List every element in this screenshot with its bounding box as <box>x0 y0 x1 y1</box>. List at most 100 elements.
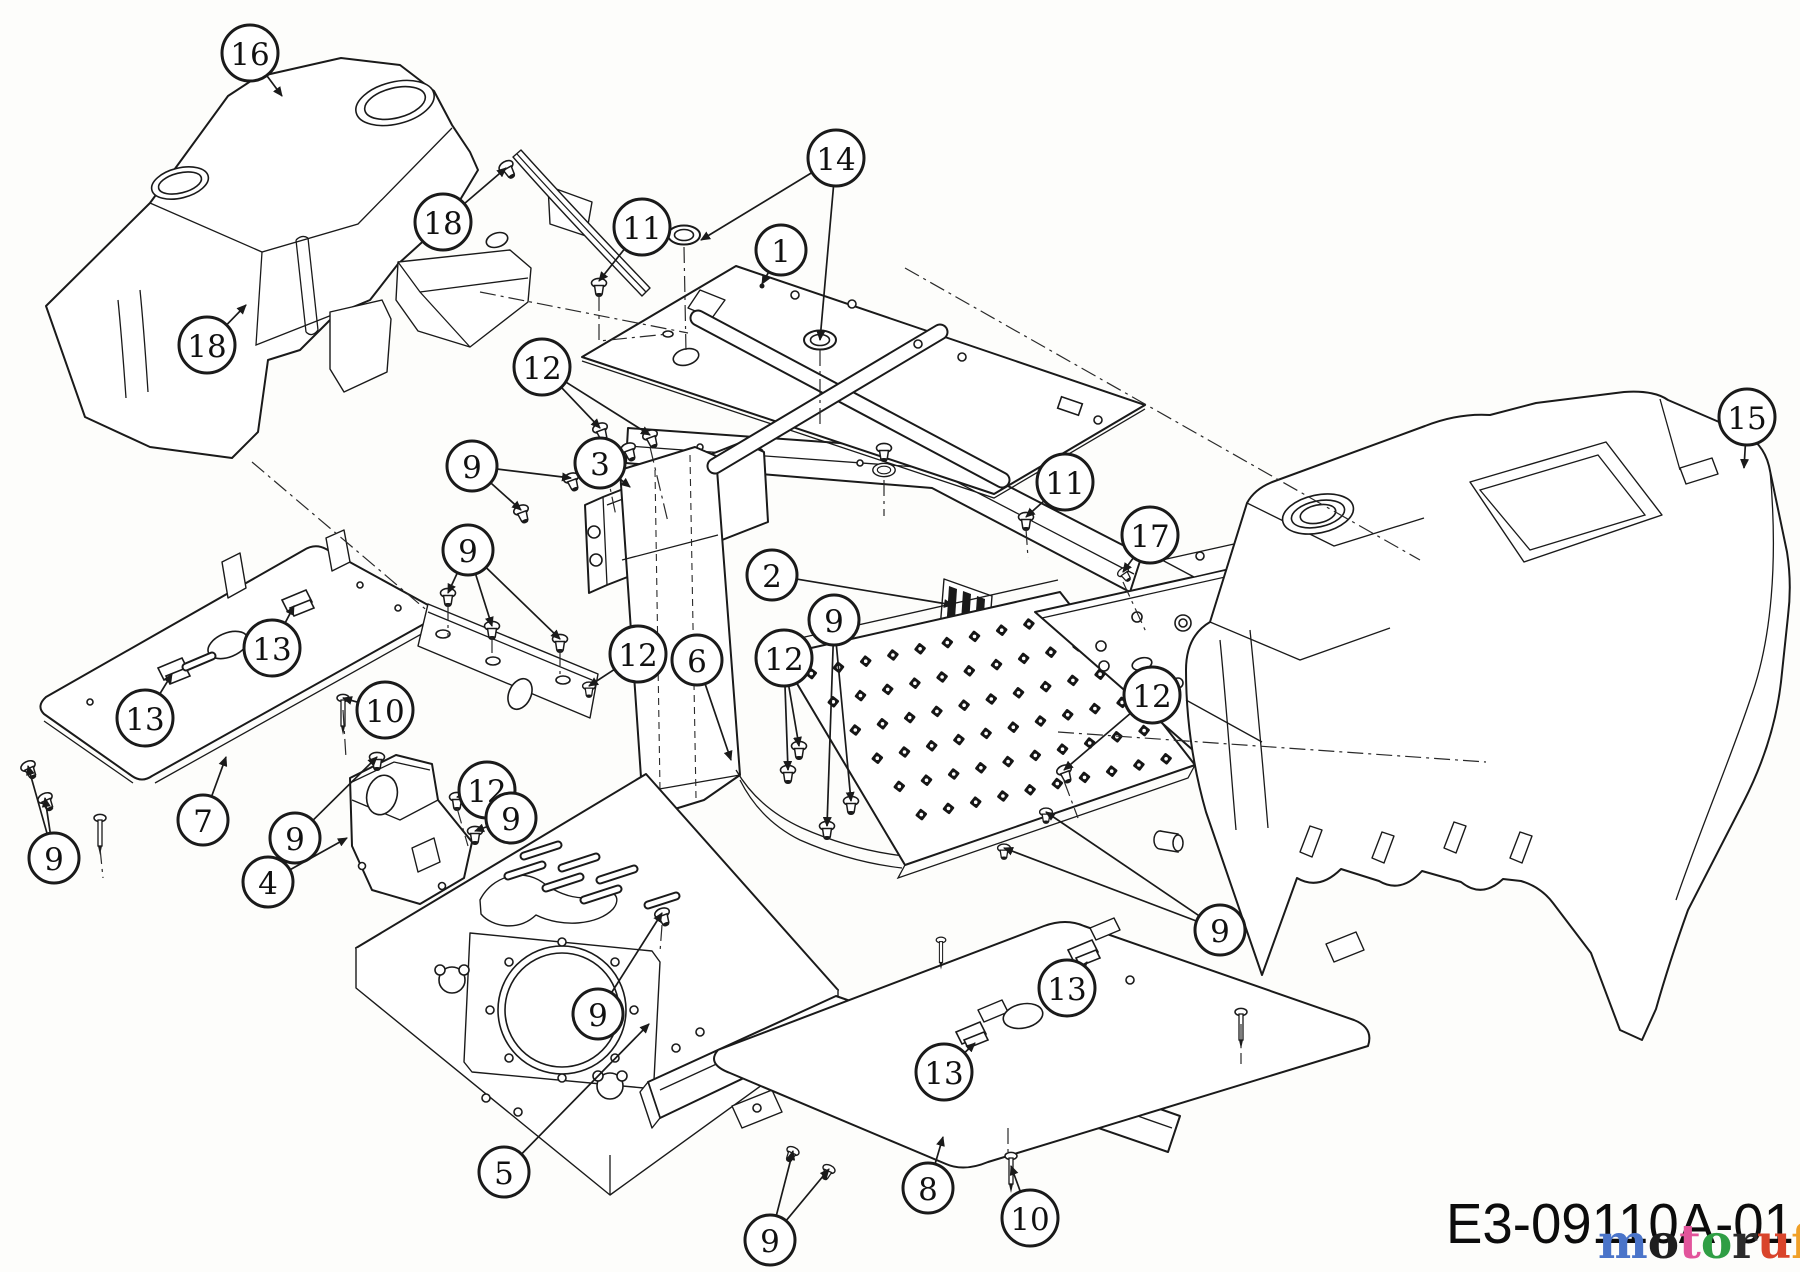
right-fender-part15 <box>1185 390 1791 1041</box>
leader-line <box>822 644 835 827</box>
callout-number: 13 <box>924 1056 963 1092</box>
callout-number: 1 <box>771 234 791 270</box>
callout-bubble <box>612 197 672 257</box>
callout-number: 13 <box>1047 972 1086 1008</box>
footrest-perforation <box>805 612 1172 821</box>
callout-13: 13 <box>242 618 302 678</box>
bushing-icon <box>1153 830 1184 853</box>
belly-plate-part8 <box>713 921 1371 1169</box>
callout-9: 9 <box>571 987 625 1041</box>
leader-line <box>783 685 793 771</box>
callout-bubble <box>176 793 230 847</box>
callout-16: 16 <box>220 23 280 83</box>
frame-rail-left <box>417 603 599 719</box>
part-group-floor-pan <box>349 754 839 1196</box>
callout-bubble <box>1120 505 1180 565</box>
leader-line <box>1009 1165 1022 1192</box>
callout-1: 1 <box>754 223 808 277</box>
callout-9: 9 <box>807 593 861 647</box>
diagram-code-text: E3-09110A-01 <box>1446 1192 1794 1256</box>
callout-bubble <box>670 633 724 687</box>
callout-18: 18 <box>413 192 473 252</box>
leader-line <box>158 673 173 695</box>
leader-line <box>474 823 488 833</box>
leader-line <box>1025 500 1045 518</box>
callout-17: 17 <box>1120 505 1180 565</box>
watermark-letter: o <box>1648 1215 1679 1270</box>
watermark-letter: u <box>1757 1215 1791 1270</box>
leader-line <box>485 566 561 640</box>
callout-number: 14 <box>816 142 855 178</box>
leader-line <box>520 1023 650 1155</box>
callout-number: 9 <box>458 534 478 570</box>
callout-12: 12 <box>512 337 572 397</box>
callout-number: 8 <box>918 1172 938 1208</box>
leader-line <box>787 685 802 747</box>
leader-line <box>342 696 359 705</box>
part-group-left-panel <box>39 529 599 784</box>
callout-bubble <box>445 439 499 493</box>
callout-number: 18 <box>423 206 462 242</box>
leader-line <box>835 644 855 802</box>
callout-2: 2 <box>745 548 799 602</box>
callout-number: 11 <box>1045 466 1084 502</box>
callout-number: 4 <box>258 866 278 902</box>
callout-bubble <box>1000 1188 1060 1248</box>
callout-number: 12 <box>618 638 657 674</box>
leader-line <box>1122 557 1135 573</box>
callout-9: 9 <box>27 831 81 885</box>
alignment-lines <box>99 246 1487 1156</box>
callout-bubble <box>743 1213 797 1267</box>
callout-number: 10 <box>1010 1202 1049 1238</box>
leader-line <box>704 683 733 761</box>
callout-bubble <box>484 791 538 845</box>
callout-number: 7 <box>193 804 213 840</box>
callout-5: 5 <box>477 1145 531 1199</box>
leader-line <box>598 248 626 282</box>
callout-11: 11 <box>612 197 672 257</box>
callout-9: 9 <box>441 523 495 577</box>
fasteners <box>18 157 1248 1194</box>
callout-13: 13 <box>115 688 175 748</box>
leader-line <box>284 605 295 624</box>
leader-line <box>963 1042 976 1054</box>
leader-line <box>700 171 813 241</box>
callout-bubble <box>441 523 495 577</box>
leader-line <box>796 578 954 608</box>
leader-line <box>560 386 601 429</box>
callout-bubble <box>914 1042 974 1102</box>
leader-line <box>1063 712 1132 771</box>
callout-number: 12 <box>522 351 561 387</box>
callout-9: 9 <box>484 791 538 845</box>
vent-slats <box>503 840 681 910</box>
callout-number: 9 <box>760 1224 780 1260</box>
part-group-covers-left <box>45 57 651 459</box>
callout-bubble <box>571 987 625 1041</box>
watermark-letter: f <box>1791 1215 1800 1270</box>
leader-line <box>785 1168 830 1222</box>
callout-number: 6 <box>687 644 707 680</box>
fender-ribs <box>1185 699 1533 864</box>
part-group-seat-plate <box>581 265 1146 499</box>
callout-bubble <box>512 337 572 397</box>
callout-13: 13 <box>1037 958 1097 1018</box>
callout-bubble <box>754 223 808 277</box>
callout-number: 9 <box>285 822 305 858</box>
leader-line <box>210 756 228 797</box>
callout-number: 9 <box>501 802 521 838</box>
cover-foot-block <box>395 249 532 348</box>
callout-bubble <box>27 831 81 885</box>
watermark-letter: t <box>1679 1215 1701 1270</box>
leader-line <box>447 572 459 594</box>
callout-number: 9 <box>44 842 64 878</box>
callout-9: 9 <box>268 811 322 865</box>
callout-bubble <box>477 1145 531 1199</box>
leader-line <box>816 185 835 341</box>
callout-10: 10 <box>1000 1188 1060 1248</box>
callout-number: 11 <box>622 211 661 247</box>
leader-line <box>610 912 663 994</box>
callout-number: 17 <box>1130 519 1169 555</box>
callout-bubble <box>608 624 668 684</box>
